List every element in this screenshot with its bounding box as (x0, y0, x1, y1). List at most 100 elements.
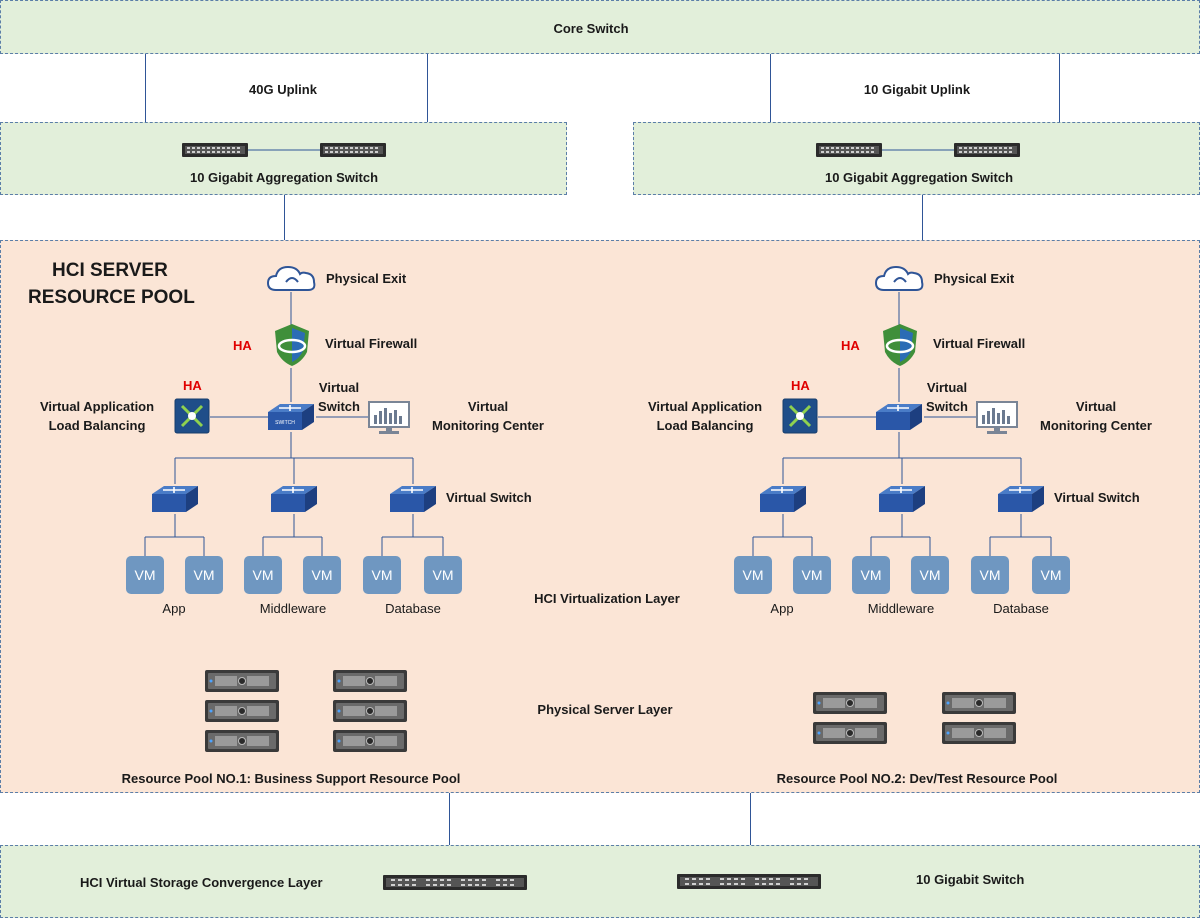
virtual-switch-icon (271, 486, 317, 512)
virtual-firewall-label: Virtual Firewall (933, 336, 1026, 351)
physical-exit-label: Physical Exit (934, 271, 1015, 286)
virtual-switch-label: Virtual Switch (1054, 490, 1140, 505)
vm-box: VM (793, 556, 831, 594)
vm-box: VM (126, 556, 164, 594)
storage-switch-icon (677, 874, 821, 889)
core-switch-label: Core Switch (553, 21, 629, 36)
monitor-label-line1: Virtual (467, 399, 509, 414)
uplink-line (1059, 54, 1060, 122)
virtual-switch-icon (876, 404, 922, 430)
uplink-line (770, 54, 771, 122)
vswitch-label-line2: Switch (318, 399, 360, 414)
lb-label-line2: Load Balancing (48, 418, 146, 433)
virtual-switch-icon (998, 486, 1044, 512)
ha-firewall-label: HA (841, 338, 860, 353)
server-icon (942, 692, 1016, 714)
server-icon (205, 730, 279, 752)
vm-box: VM (971, 556, 1009, 594)
pool-title-line1: HCI SERVER (52, 260, 168, 281)
monitor-label-line2: Monitoring Center (432, 418, 544, 433)
monitor-icon (976, 401, 1018, 434)
load-balancer-icon (174, 398, 210, 434)
firewall-shield-icon (883, 324, 917, 366)
aggregation-left-label: 10 Gigabit Aggregation Switch (189, 170, 379, 185)
vm-box: VM (303, 556, 341, 594)
firewall-shield-icon (275, 324, 309, 366)
uplink-40g-label: 40G Uplink (249, 82, 317, 97)
pool-to-storage-line (750, 793, 751, 845)
lb-label-line2: Load Balancing (656, 418, 754, 433)
aggregation-band-left (0, 122, 567, 195)
server-icon (205, 700, 279, 722)
virtual-firewall-label: Virtual Firewall (325, 336, 418, 351)
physical-layer-label: Physical Server Layer (537, 702, 673, 717)
server-icon (333, 670, 407, 692)
vswitch-label-line1: Virtual (318, 380, 360, 395)
virtual-switch-label: Virtual Switch (446, 490, 532, 505)
server-icon (813, 692, 887, 714)
group-label-middleware: Middleware (867, 601, 935, 616)
vm-box: VM (185, 556, 223, 594)
pool-title-line2: RESOURCE POOL (28, 287, 195, 308)
virtual-switch-icon (760, 486, 806, 512)
aggregation-to-pool-line (922, 195, 923, 240)
server-icon (333, 700, 407, 722)
aggregation-switch-icon (954, 143, 1020, 157)
ha-lb-label: HA (791, 378, 810, 393)
monitor-label-line1: Virtual (1075, 399, 1117, 414)
cloud-icon (266, 265, 316, 291)
group-label-app: App (162, 601, 186, 616)
vm-box: VM (734, 556, 772, 594)
server-icon (205, 670, 279, 692)
aggregation-switch-icon (816, 143, 882, 157)
vm-box: VM (244, 556, 282, 594)
virtualization-layer-label: HCI Virtualization Layer (534, 591, 680, 606)
storage-layer-label: HCI Virtual Storage Convergence Layer (80, 875, 323, 890)
ha-lb-label: HA (183, 378, 202, 393)
virtual-switch-icon (152, 486, 198, 512)
aggregation-band-right (633, 122, 1200, 195)
ha-firewall-label: HA (233, 338, 252, 353)
virtual-switch-icon: SWITCH (268, 404, 314, 430)
storage-switch-icon (383, 875, 527, 890)
uplink-10g-label: 10 Gigabit Uplink (863, 82, 971, 97)
pool-name-label: Resource Pool NO.2: Dev/Test Resource Po… (776, 771, 1058, 786)
vm-box: VM (911, 556, 949, 594)
uplink-line (427, 54, 428, 122)
vm-box: VM (1032, 556, 1070, 594)
core-switch-band (0, 0, 1200, 54)
monitor-icon (368, 401, 410, 434)
server-icon (942, 722, 1016, 744)
aggregation-right-label: 10 Gigabit Aggregation Switch (824, 170, 1014, 185)
group-label-middleware: Middleware (259, 601, 327, 616)
svg-text:SWITCH: SWITCH (275, 420, 295, 426)
vm-box: VM (363, 556, 401, 594)
virtual-switch-icon (390, 486, 436, 512)
server-icon (333, 730, 407, 752)
vswitch-label-line1: Virtual (926, 380, 968, 395)
group-label-database: Database (385, 601, 441, 616)
load-balancer-icon (782, 398, 818, 434)
vm-box: VM (852, 556, 890, 594)
group-label-database: Database (993, 601, 1049, 616)
lb-label-line1: Virtual Application (647, 399, 763, 414)
virtual-switch-icon (879, 486, 925, 512)
aggregation-switch-icon (320, 143, 386, 157)
lb-label-line1: Virtual Application (39, 399, 155, 414)
aggregation-switch-icon (182, 143, 248, 157)
monitor-label-line2: Monitoring Center (1040, 418, 1152, 433)
vswitch-label-line2: Switch (926, 399, 968, 414)
physical-exit-label: Physical Exit (326, 271, 407, 286)
storage-switch-label: 10 Gigabit Switch (916, 872, 1025, 887)
cloud-icon (874, 265, 924, 291)
server-icon (813, 722, 887, 744)
pool-name-label: Resource Pool NO.1: Business Support Res… (121, 771, 461, 786)
group-label-app: App (770, 601, 794, 616)
aggregation-to-pool-line (284, 195, 285, 240)
uplink-line (145, 54, 146, 122)
vm-box: VM (424, 556, 462, 594)
pool-to-storage-line (449, 793, 450, 845)
storage-band (0, 845, 1200, 918)
